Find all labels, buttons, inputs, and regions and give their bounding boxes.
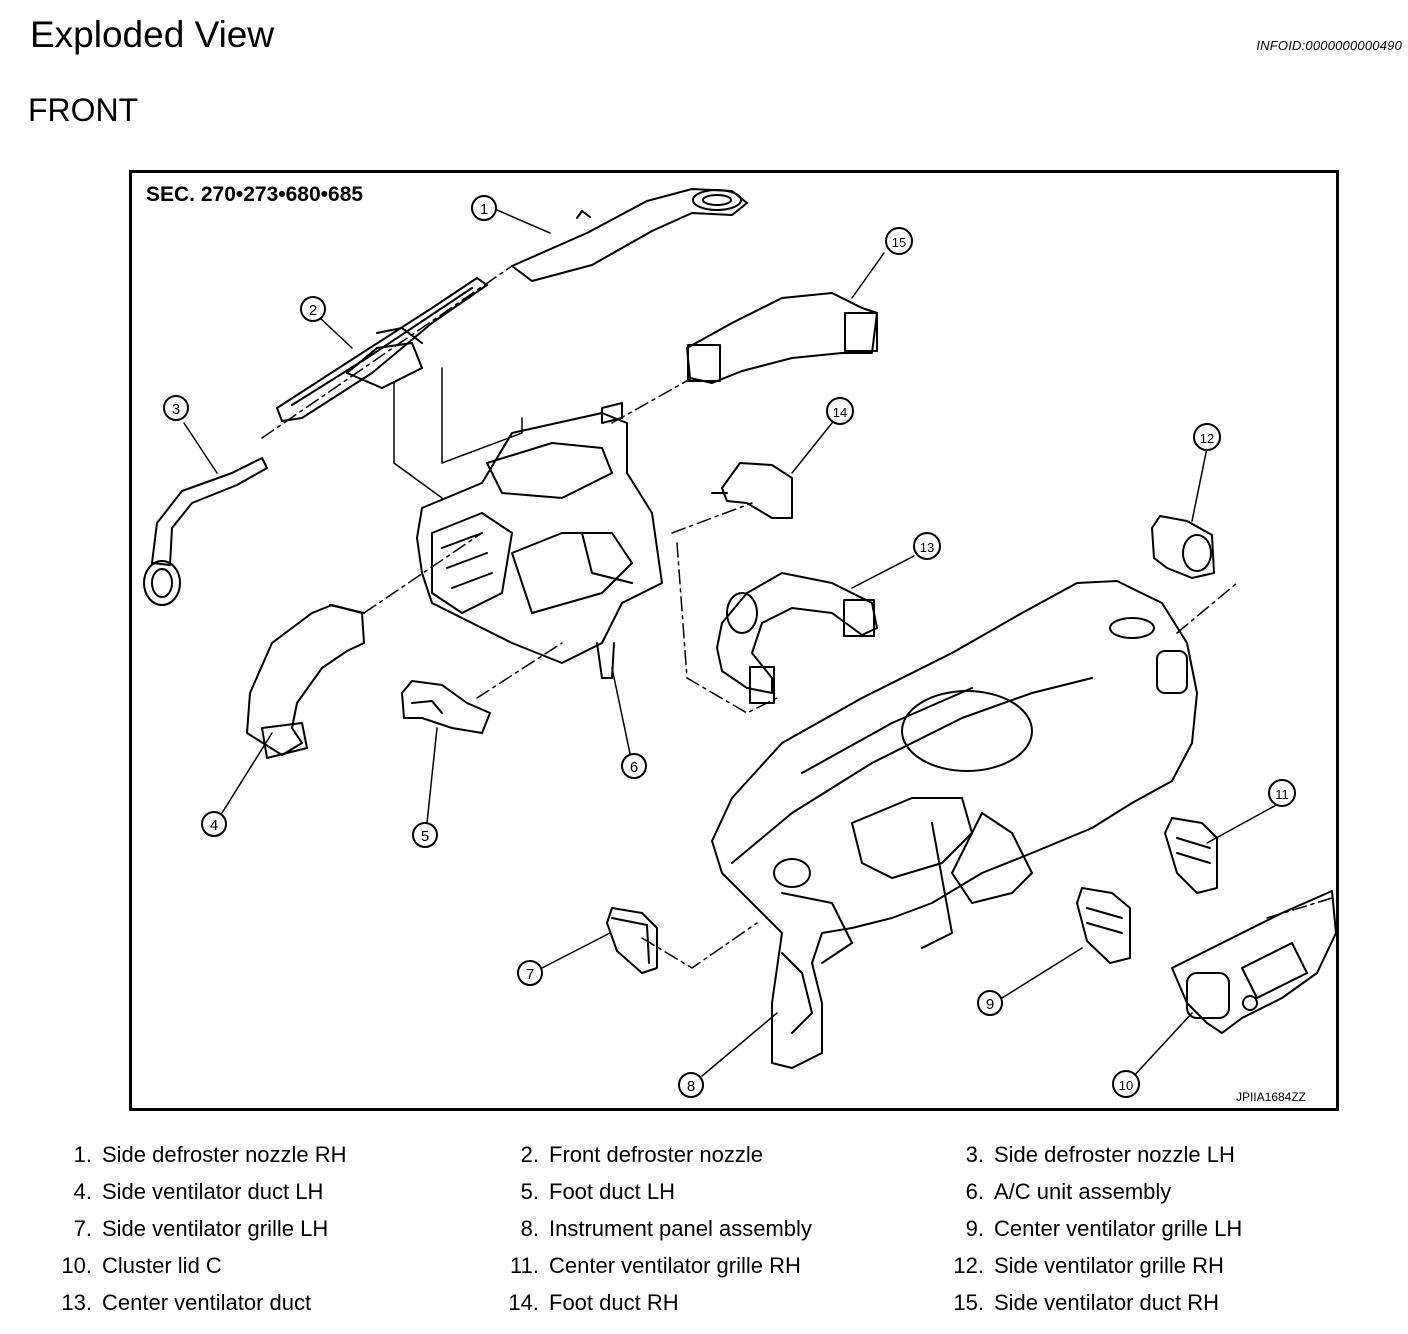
legend-number: 15. xyxy=(953,1290,984,1315)
legend-number: 7. xyxy=(73,1216,92,1241)
svg-text:7: 7 xyxy=(526,966,534,983)
legend-number: 9. xyxy=(965,1216,984,1241)
part-side-defroster-nozzle-lh xyxy=(143,457,268,606)
callout-10: 10 xyxy=(1112,1070,1140,1098)
part-center-ventilator-grille-lh xyxy=(1076,887,1131,964)
legend-row: 1. Side defroster nozzle RH 2. Front def… xyxy=(0,1142,1408,1176)
guide-lines xyxy=(261,265,1333,969)
part-ac-unit-assembly xyxy=(416,402,663,679)
legend-number: 8. xyxy=(520,1216,539,1241)
legend-row: 10. Cluster lid C 11. Center ventilator … xyxy=(0,1253,1408,1287)
legend-number: 12. xyxy=(953,1253,984,1278)
legend-text: Side ventilator duct LH xyxy=(102,1179,324,1204)
section-code-label: SEC. 270•273•680•685 xyxy=(146,183,364,206)
callout-11: 11 xyxy=(1268,779,1296,807)
svg-text:13: 13 xyxy=(920,540,934,555)
part-instrument-panel-assembly xyxy=(711,580,1198,1069)
svg-text:10: 10 xyxy=(1119,1078,1133,1093)
callout-13: 13 xyxy=(913,532,941,560)
legend-number: 1. xyxy=(73,1142,92,1167)
legend-text: Cluster lid C xyxy=(102,1253,222,1278)
part-foot-duct-lh xyxy=(401,680,491,734)
part-front-defroster-nozzle xyxy=(276,277,488,422)
part-side-ventilator-grille-rh xyxy=(1151,515,1215,579)
leader-lines xyxy=(183,209,1281,1079)
callout-14: 14 xyxy=(826,397,854,425)
legend-number: 2. xyxy=(520,1142,539,1167)
legend-row: 4. Side ventilator duct LH 5. Foot duct … xyxy=(0,1179,1408,1213)
svg-text:15: 15 xyxy=(892,235,906,250)
legend-text: Side defroster nozzle RH xyxy=(102,1142,347,1167)
callout-7: 7 xyxy=(517,960,543,986)
legend-number: 11. xyxy=(510,1253,539,1278)
svg-text:8: 8 xyxy=(687,1078,695,1095)
legend-text: Side ventilator duct RH xyxy=(994,1290,1219,1315)
part-side-ventilator-grille-lh xyxy=(606,907,658,974)
svg-text:11: 11 xyxy=(1275,787,1289,802)
legend-row: 7. Side ventilator grille LH 8. Instrume… xyxy=(0,1216,1408,1250)
legend-number: 10. xyxy=(61,1253,92,1278)
page-title: Exploded View xyxy=(30,14,275,55)
svg-text:4: 4 xyxy=(210,817,218,834)
svg-text:5: 5 xyxy=(421,828,429,845)
legend-number: 3. xyxy=(965,1142,984,1167)
callout-4: 4 xyxy=(201,811,227,837)
part-center-ventilator-duct xyxy=(716,572,878,704)
diagram-drawing: 1 2 3 4 5 6 7 xyxy=(143,188,1336,1098)
svg-text:9: 9 xyxy=(986,996,994,1013)
legend-number: 6. xyxy=(965,1179,984,1204)
legend-text: Center ventilator duct xyxy=(102,1290,312,1315)
callout-5: 5 xyxy=(412,822,438,848)
callout-9: 9 xyxy=(977,990,1003,1016)
part-side-ventilator-duct-lh xyxy=(246,604,365,759)
exploded-view-diagram: 1 2 3 4 5 6 7 xyxy=(129,170,1339,1111)
legend-row: 13. Center ventilator duct 14. Foot duct… xyxy=(0,1290,1408,1324)
legend-number: 4. xyxy=(73,1179,92,1204)
svg-text:6: 6 xyxy=(630,759,638,776)
legend-number: 13. xyxy=(61,1290,92,1315)
svg-text:3: 3 xyxy=(172,401,180,418)
svg-text:2: 2 xyxy=(309,302,317,319)
legend-text: Center ventilator grille LH xyxy=(994,1216,1243,1241)
legend-number: 14. xyxy=(508,1290,539,1315)
svg-text:14: 14 xyxy=(833,405,847,420)
legend-text: Side defroster nozzle LH xyxy=(994,1142,1235,1167)
callout-2: 2 xyxy=(300,296,326,322)
part-center-ventilator-grille-rh xyxy=(1164,817,1218,894)
callout-8: 8 xyxy=(678,1072,704,1098)
legend-text: Side ventilator grille RH xyxy=(994,1253,1224,1278)
legend-text: Foot duct RH xyxy=(549,1290,679,1315)
bracket-lines xyxy=(393,367,523,499)
legend-text: Foot duct LH xyxy=(549,1179,675,1204)
callout-15: 15 xyxy=(885,227,913,255)
part-foot-duct-rh xyxy=(711,462,793,519)
part-cluster-lid-c xyxy=(1171,890,1336,1034)
legend-number: 5. xyxy=(520,1179,539,1204)
legend-text: Side ventilator grille LH xyxy=(102,1216,329,1241)
callout-1: 1 xyxy=(471,195,497,221)
svg-text:12: 12 xyxy=(1200,431,1214,446)
callout-6: 6 xyxy=(621,753,647,779)
svg-text:1: 1 xyxy=(480,201,488,218)
figure-code: JPIIA1684ZZ xyxy=(1235,1090,1306,1104)
legend-text: Center ventilator grille RH xyxy=(549,1253,801,1278)
callout-12: 12 xyxy=(1193,423,1221,451)
legend-text: Front defroster nozzle xyxy=(549,1142,763,1167)
part-side-defroster-nozzle-rh xyxy=(511,188,748,282)
info-id: INFOID:0000000000490 xyxy=(1256,38,1402,53)
callout-3: 3 xyxy=(163,395,189,421)
legend-text: A/C unit assembly xyxy=(994,1179,1172,1204)
part-side-ventilator-duct-rh xyxy=(686,292,878,384)
section-subtitle: FRONT xyxy=(28,92,139,128)
legend-text: Instrument panel assembly xyxy=(549,1216,812,1241)
